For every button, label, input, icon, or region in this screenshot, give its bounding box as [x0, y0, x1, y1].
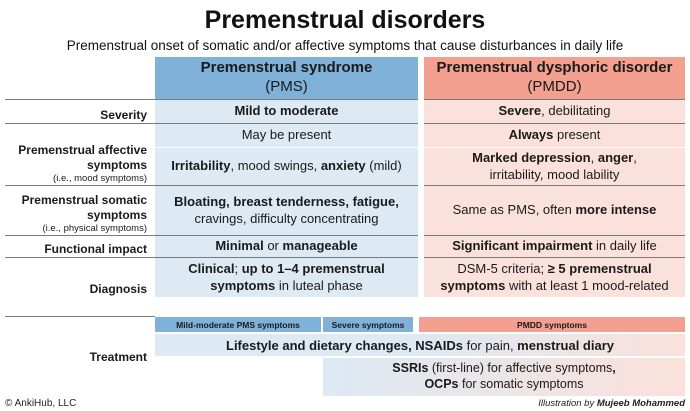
treatment-lifestyle: Lifestyle and dietary changes, NSAIDs fo…: [155, 334, 685, 356]
pmdd-severity: Severe, debilitating: [424, 99, 685, 123]
row-label-treatment: Treatment: [5, 316, 155, 396]
row-label-diagnosis: Diagnosis: [5, 257, 155, 297]
row-label-affective: Premenstrual affective symptoms (i.e., m…: [5, 123, 155, 185]
pmdd-header-abbr: (PMDD): [527, 78, 582, 95]
pms-header-name: Premenstrual syndrome: [200, 59, 373, 77]
row-label-severity: Severity: [5, 99, 155, 123]
page-subtitle: Premenstrual onset of somatic and/or aff…: [66, 38, 624, 53]
pms-functional: Minimal or manageable: [155, 235, 418, 257]
pms-severity: Mild to moderate: [155, 99, 418, 123]
comparison-table: Premenstrual syndrome (PMS) Premenstrual…: [5, 57, 685, 297]
pms-somatic: Bloating, breast tenderness, fatigue,cra…: [155, 185, 418, 235]
pmdd-column-header: Premenstrual dysphoric disorder (PMDD): [424, 57, 685, 99]
pmdd-affective-presence: Always present: [424, 123, 685, 147]
pmdd-functional: Significant impairment in daily life: [424, 235, 685, 257]
pms-affective-symptoms: Irritability, mood swings, anxiety (mild…: [155, 147, 418, 185]
copyright-notice: © AnkiHub, LLC: [5, 398, 77, 409]
page-title: Premenstrual disorders: [204, 6, 486, 34]
table-corner: [5, 57, 155, 99]
tag-mild-moderate-pms: Mild-moderate PMS symptoms: [155, 317, 321, 332]
illustration-credit: Illustration by Mujeeb Mohammed: [538, 398, 685, 409]
tag-severe-symptoms: Severe symptoms: [323, 317, 413, 332]
treatment-ssri-ocp: SSRIs (first-line) for affective symptom…: [323, 358, 685, 396]
pmdd-affective-symptoms: Marked depression, anger,irritability, m…: [424, 147, 685, 185]
pms-header-abbr: (PMS): [265, 78, 308, 95]
pms-affective-presence: May be present: [155, 123, 418, 147]
pmdd-header-name: Premenstrual dysphoric disorder: [436, 59, 673, 77]
row-label-functional: Functional impact: [5, 235, 155, 257]
pms-column-header: Premenstrual syndrome (PMS): [155, 57, 418, 99]
pmdd-somatic: Same as PMS, often more intense: [424, 185, 685, 235]
tag-pmdd-symptoms: PMDD symptoms: [419, 317, 685, 332]
row-label-somatic: Premenstrual somatic symptoms (i.e., phy…: [5, 185, 155, 235]
